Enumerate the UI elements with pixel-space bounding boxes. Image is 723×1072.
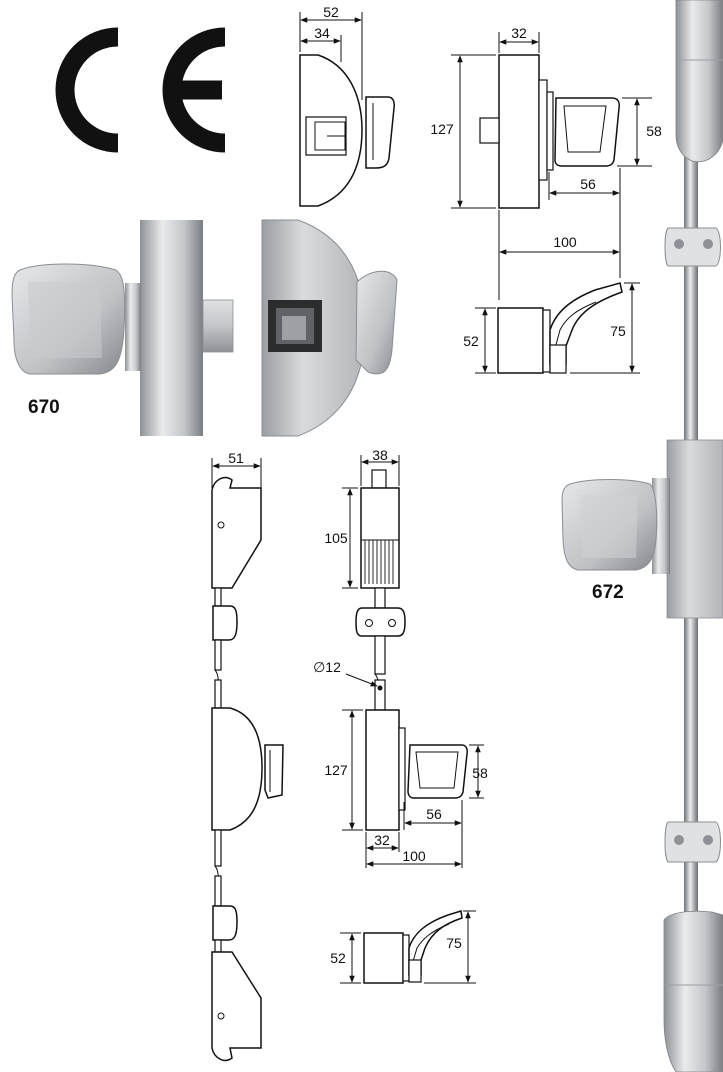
dim-knob-height-label: 58 <box>646 123 662 139</box>
bottom-lock-front-view-drawing: 127 58 56 32 100 <box>324 709 488 868</box>
dim-rod-diameter-label: ∅12 <box>313 659 341 675</box>
dim-lever-height-label-bottom: 75 <box>446 935 462 951</box>
dim-knob-projection-label: 56 <box>580 176 596 192</box>
dim-lock-body-width-label: 32 <box>374 832 390 848</box>
dim-lever-body-height-label: 52 <box>330 950 346 966</box>
dim-lock-knob-height-label: 58 <box>472 765 488 781</box>
dim-lock-knob-projection-label: 56 <box>426 806 442 822</box>
top-lever-view-drawing: 52 75 <box>463 282 640 374</box>
model-672-label: 672 <box>592 582 624 603</box>
dim-lock-height-label: 127 <box>324 762 348 778</box>
dim-rod-front-width-label: 38 <box>372 447 388 463</box>
dim-height-label: 127 <box>430 121 454 137</box>
ce-mark-icon <box>55 27 226 153</box>
product-672-photo <box>561 0 723 1072</box>
dim-body-height-label: 52 <box>463 333 479 349</box>
dim-lock-total-projection-label: 100 <box>402 848 426 864</box>
dim-lever-height-label: 75 <box>610 323 626 339</box>
dim-body-depth-label: 34 <box>314 25 330 41</box>
bottom-rod-front-view-drawing: 38 105 ∅12 <box>313 447 406 711</box>
dim-total-projection-label: 100 <box>553 234 577 250</box>
dim-body-width-label: 32 <box>511 25 527 41</box>
top-side-view-drawing: 52 34 <box>299 4 395 207</box>
bottom-lever-view-drawing: 52 75 <box>330 910 476 984</box>
top-front-view-drawing: 127 32 58 56 100 <box>430 25 662 300</box>
dim-overall-depth-label: 52 <box>323 4 339 20</box>
dim-bolt-length-label: 105 <box>324 530 348 546</box>
dim-rod-width-label: 51 <box>228 450 244 466</box>
model-670-label: 670 <box>28 397 60 418</box>
bottom-rod-side-view-drawing: 51 <box>211 450 284 1062</box>
product-670-photo <box>11 219 398 437</box>
